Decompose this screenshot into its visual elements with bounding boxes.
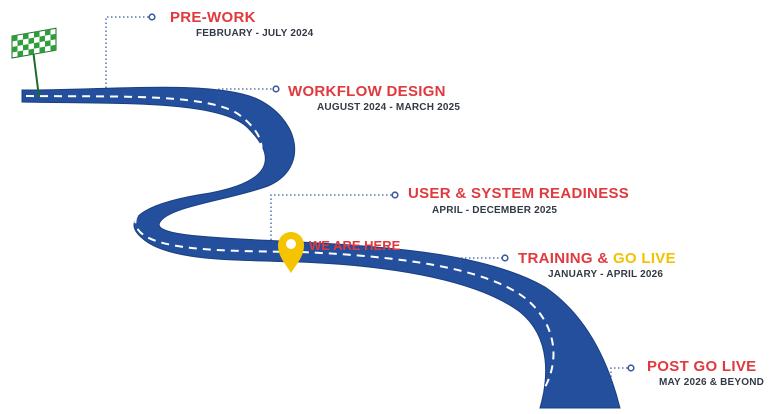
we-are-here-label: WE ARE HERE: [309, 238, 401, 253]
training-label: TRAINING &: [518, 250, 613, 267]
connector-user-system-readiness: [270, 194, 393, 240]
checkered-flag-icon: [11, 27, 57, 98]
flag-check-square: [39, 46, 45, 54]
milestone-training-go-live-dates: JANUARY - APRIL 2026: [548, 269, 664, 280]
flag-check-square: [45, 29, 51, 36]
road: [21, 86, 621, 409]
flag-check-square: [34, 31, 40, 38]
road-center-line: [25, 95, 555, 409]
flag-check-square: [17, 39, 23, 47]
milestone-training-go-live-title: TRAINING & GO LIVE: [518, 250, 676, 267]
flag-check-square: [28, 37, 34, 45]
flag-check-square: [50, 44, 56, 52]
milestone-pre-work-title: PRE-WORK: [170, 9, 256, 26]
connector-dot: [627, 364, 635, 372]
connector-pre-work: [105, 16, 150, 92]
flag-check-square: [23, 44, 29, 51]
connector-dot: [148, 13, 156, 21]
flag-check-square: [28, 48, 34, 56]
connector-endpoints: [148, 13, 635, 372]
flag-check-square: [50, 33, 56, 41]
flag-check-square: [12, 46, 18, 53]
flag-check-square: [23, 33, 29, 40]
milestone-workflow-design-title: WORKFLOW DESIGN: [288, 83, 446, 100]
flag-check-square: [34, 42, 40, 49]
location-pin-icon: [278, 232, 304, 273]
milestone-user-system-readiness-title: USER & SYSTEM READINESS: [408, 185, 630, 202]
flag-check-square: [17, 50, 23, 58]
connector-workflow-design: [218, 88, 274, 106]
flag-check-square: [39, 35, 45, 43]
connector-post-go-live: [610, 367, 629, 385]
connector-dot: [501, 254, 509, 262]
flag-check-square: [12, 35, 18, 42]
milestone-post-go-live-dates: MAY 2026 & BEYOND: [659, 377, 765, 388]
milestone-user-system-readiness-dates: APRIL - DECEMBER 2025: [432, 205, 558, 216]
milestone-pre-work-dates: FEBRUARY - JULY 2024: [196, 28, 314, 39]
flag-check-square: [45, 40, 51, 47]
milestone-post-go-live-title: POST GO LIVE: [647, 358, 757, 375]
connector-training-go-live: [459, 257, 503, 273]
go-live-label: GO LIVE: [612, 250, 676, 267]
connector-lines: [105, 16, 629, 385]
connector-dot: [391, 191, 399, 199]
connector-dot: [272, 85, 280, 93]
milestone-workflow-design-dates: AUGUST 2024 - MARCH 2025: [317, 102, 461, 113]
